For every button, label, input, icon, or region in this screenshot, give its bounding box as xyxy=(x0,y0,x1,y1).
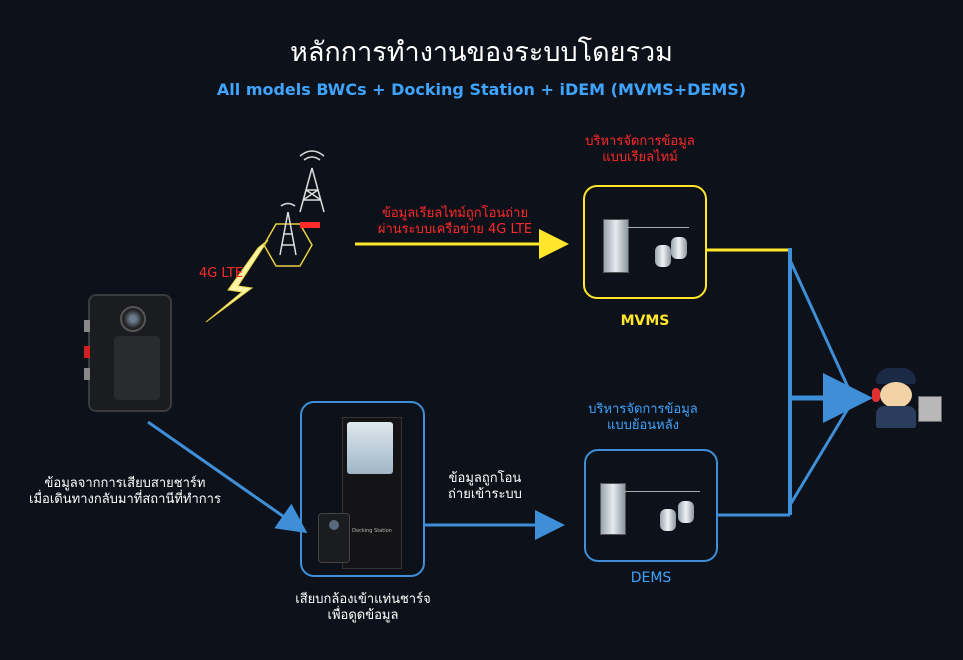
database-icon xyxy=(678,501,694,523)
upload-text: ข้อมูลถูกโอน ถ่ายเข้าระบบ xyxy=(430,471,540,503)
dock-line2: เพื่อดูดข้อมูล xyxy=(327,608,399,623)
page-subtitle: All models BWCs + Docking Station + iDEM… xyxy=(216,80,747,99)
backoffice-mgmt-text: บริหารจัดการข้อมูล แบบย้อนหลัง xyxy=(563,402,723,434)
docked-camera-icon xyxy=(318,513,350,563)
red-indicator-icon xyxy=(300,222,320,228)
dock-text: เสียบกล้องเข้าแท่นชาร์จ เพื่อดูดข้อมูล xyxy=(268,592,458,624)
patrol-upload-line2: เมื่อเดินทางกลับมาที่สถานีที่ทำการ xyxy=(29,492,221,507)
upload-line1: ข้อมูลถูกโอน xyxy=(448,471,522,486)
realtime-transfer-line1: ข้อมูลเรียลไทม์ถูกโอนถ่าย xyxy=(381,206,529,221)
database-icon xyxy=(671,237,687,259)
database-icon xyxy=(660,509,676,531)
camera-to-dock-arrow xyxy=(147,420,308,534)
mvms-label: MVMS xyxy=(620,313,670,329)
server-rack-icon xyxy=(603,219,629,273)
backoffice-mgmt-line2: แบบย้อนหลัง xyxy=(606,418,680,433)
docking-screen-icon xyxy=(347,422,393,474)
merge-arrow-upper xyxy=(788,259,854,397)
tower-hexagon xyxy=(263,223,313,267)
realtime-transfer-line2: ผ่านระบบเครือข่าย 4G LTE xyxy=(377,222,533,237)
patrol-upload-text: ข้อมูลจากการเสียบสายชาร์ท เมื่อเดินทางกล… xyxy=(0,476,250,508)
docking-station-box: Docking Station xyxy=(300,401,425,577)
dems-box xyxy=(584,449,718,562)
camera-lens-icon xyxy=(120,306,146,332)
realtime-transfer-text: ข้อมูลเรียลไทม์ถูกโอนถ่าย ผ่านระบบเครือข… xyxy=(355,206,555,238)
realtime-mgmt-text: บริหารจัดการข้อมูล แบบเรียลไทม์ xyxy=(560,134,720,166)
server-rack-icon xyxy=(600,483,626,535)
mvms-box xyxy=(583,185,707,299)
page-title: หลักการทำงานของระบบโดยรวม xyxy=(290,37,673,68)
lightning-icon xyxy=(205,239,269,323)
dems-label: DEMS xyxy=(630,570,672,586)
headset-icon xyxy=(872,388,880,402)
body-camera-icon xyxy=(84,294,172,412)
backoffice-mgmt-line1: บริหารจัดการข้อมูล xyxy=(588,402,698,417)
docking-station-icon: Docking Station xyxy=(342,417,402,569)
database-icon xyxy=(655,245,671,267)
patrol-upload-line1: ข้อมูลจากการเสียบสายชาร์ท xyxy=(44,476,206,491)
officer-face-icon xyxy=(880,382,912,408)
merge-arrow-lower xyxy=(788,401,854,506)
realtime-mgmt-line1: บริหารจัดการข้อมูล xyxy=(585,134,695,149)
officer-operator-icon xyxy=(866,368,942,430)
computer-icon xyxy=(918,396,942,422)
realtime-mgmt-line2: แบบเรียลไทม์ xyxy=(602,150,678,165)
dock-line1: เสียบกล้องเข้าแท่นชาร์จ xyxy=(295,592,431,607)
police-cap-icon xyxy=(876,368,916,384)
upload-line2: ถ่ายเข้าระบบ xyxy=(448,487,522,502)
cell-tower-icon xyxy=(279,150,325,256)
lte-label: 4G LTE xyxy=(198,266,244,281)
docking-brand-label: Docking Station xyxy=(352,528,392,534)
